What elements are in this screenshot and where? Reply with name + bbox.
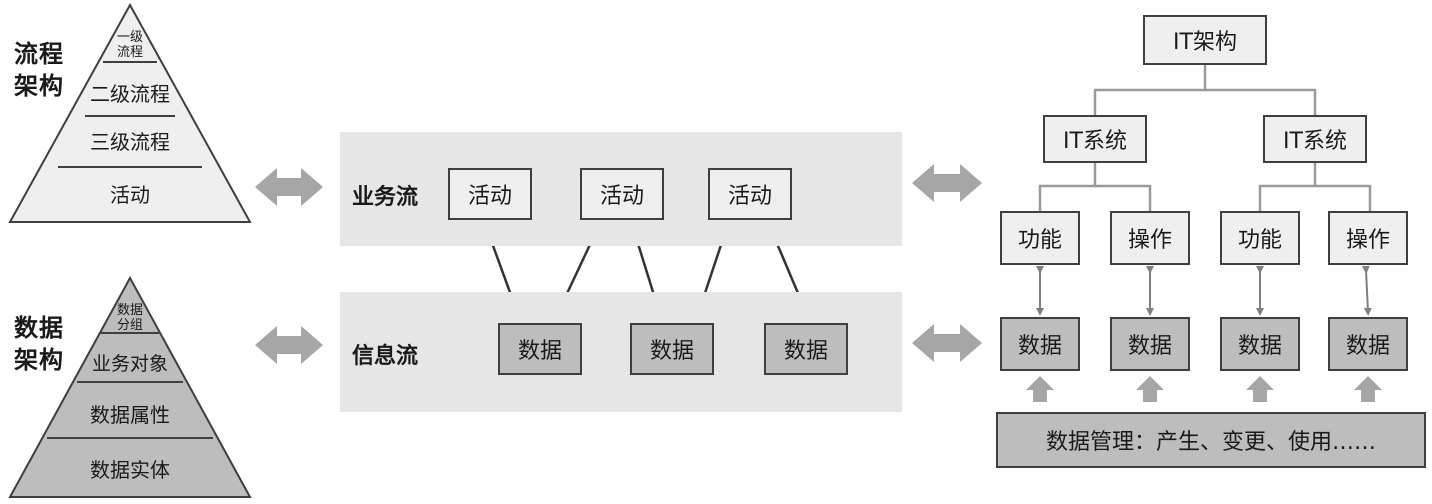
it-data-box-4: 数据: [1328, 317, 1408, 371]
data-architecture-label: 数据 架构: [14, 314, 64, 374]
upward-arrows: [1026, 376, 1382, 402]
activity-box-1: 活动: [448, 168, 532, 220]
double-arrow-business-it: [912, 164, 982, 202]
it-system-box-2: IT系统: [1263, 115, 1367, 163]
it-data-box-2: 数据: [1110, 317, 1190, 371]
double-arrow-data: [255, 326, 323, 364]
data-entity: 数据实体: [90, 458, 170, 482]
info-data-box-3: 数据: [764, 323, 848, 375]
info-data-box-2: 数据: [630, 323, 714, 375]
activity-box-3: 活动: [708, 168, 792, 220]
process-level-2: 二级流程: [90, 82, 170, 106]
operation-box-1: 操作: [1110, 211, 1190, 265]
operation-box-2: 操作: [1328, 211, 1408, 265]
function-box-2: 功能: [1220, 211, 1300, 265]
business-flow-label: 业务流: [352, 185, 419, 210]
it-data-box-3: 数据: [1220, 317, 1300, 371]
process-level-3: 三级流程: [90, 130, 170, 154]
information-flow-label: 信息流: [352, 344, 419, 369]
data-pyramid: [8, 275, 252, 498]
info-data-box-1: 数据: [498, 323, 582, 375]
it-system-box-1: IT系统: [1043, 115, 1147, 163]
it-tree-connectors: [1038, 65, 1372, 211]
data-group: 数据 分组: [116, 303, 143, 333]
process-pyramid: [8, 2, 252, 223]
function-box-1: 功能: [1000, 211, 1080, 265]
data-attribute: 数据属性: [90, 403, 170, 427]
it-data-box-1: 数据: [1000, 317, 1080, 371]
process-activity: 活动: [110, 183, 150, 207]
data-management-box: 数据管理：产生、变更、使用……: [996, 412, 1426, 468]
business-object: 业务对象: [91, 353, 168, 375]
double-arrow-info-it: [912, 324, 982, 362]
process-architecture-label: 流程 架构: [14, 40, 64, 100]
activity-box-2: 活动: [580, 168, 664, 220]
double-arrow-process: [255, 168, 323, 206]
process-level-1: 一级 流程: [116, 30, 143, 60]
function-data-links: [1036, 265, 1372, 316]
it-architecture-root: IT架构: [1143, 15, 1267, 65]
